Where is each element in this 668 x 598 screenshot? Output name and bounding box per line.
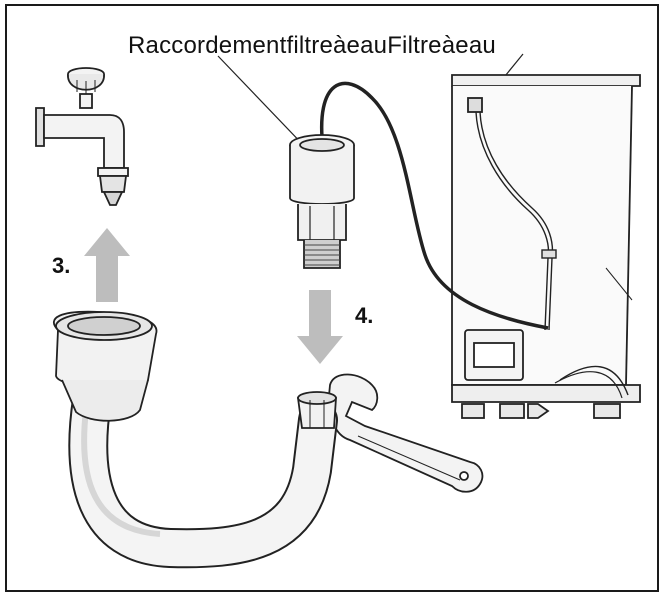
wrench-icon [328,373,484,493]
dishwasher-icon [451,74,641,419]
hose-icon [52,310,338,569]
step-4-label: 4. [355,303,374,328]
step-3-label: 3. [52,253,71,278]
water-tap-icon [35,67,129,206]
up-arrow-icon [84,228,130,302]
filter-hose [320,81,549,330]
down-arrow-icon [297,290,343,364]
diagram-title: RaccordementfiltreàeauFiltreàeau [128,32,496,59]
internal-tube [475,111,557,331]
water-filter-icon [289,134,355,269]
